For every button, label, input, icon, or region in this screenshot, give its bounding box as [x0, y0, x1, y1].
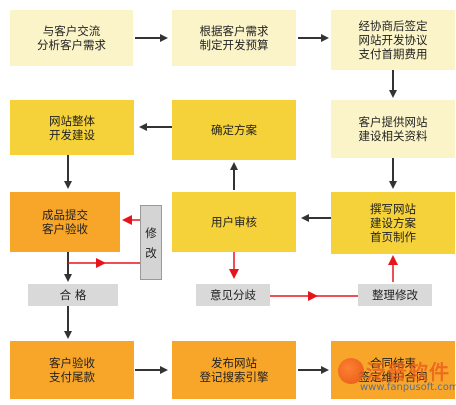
step-disagree: 意见分歧: [196, 284, 270, 306]
step-contract-end: 合同结束 签定维护合同: [331, 341, 455, 399]
step-tidy-revise: 整理修改: [358, 284, 432, 306]
step-submit: 成品提交 客户验收: [10, 192, 120, 252]
step-accept-pay: 客户验收 支付尾款: [10, 341, 134, 399]
step-provide-material: 客户提供网站 建设相关资料: [331, 100, 455, 158]
arrowhead-red-right: [96, 258, 106, 268]
step-user-review: 用户审核: [172, 192, 296, 252]
step-publish: 发布网站 登记搜索引擎: [172, 341, 296, 399]
arrowhead-red-right-2: [308, 291, 318, 301]
step-contract: 经协商后签定 网站开发协议 支付首期费用: [331, 10, 455, 70]
step-confirm-plan: 确定方案: [172, 100, 296, 160]
step-write-plan: 撰写网站 建设方案 首页制作: [331, 192, 455, 254]
step-qualified: 合 格: [28, 284, 118, 306]
step-exchange: 与客户交流 分析客户需求: [10, 10, 133, 66]
step-overall-build: 网站整体 开发建设: [10, 100, 134, 155]
step-revise: 修 改: [140, 205, 162, 280]
step-budget: 根据客户需求 制定开发预算: [172, 10, 296, 66]
